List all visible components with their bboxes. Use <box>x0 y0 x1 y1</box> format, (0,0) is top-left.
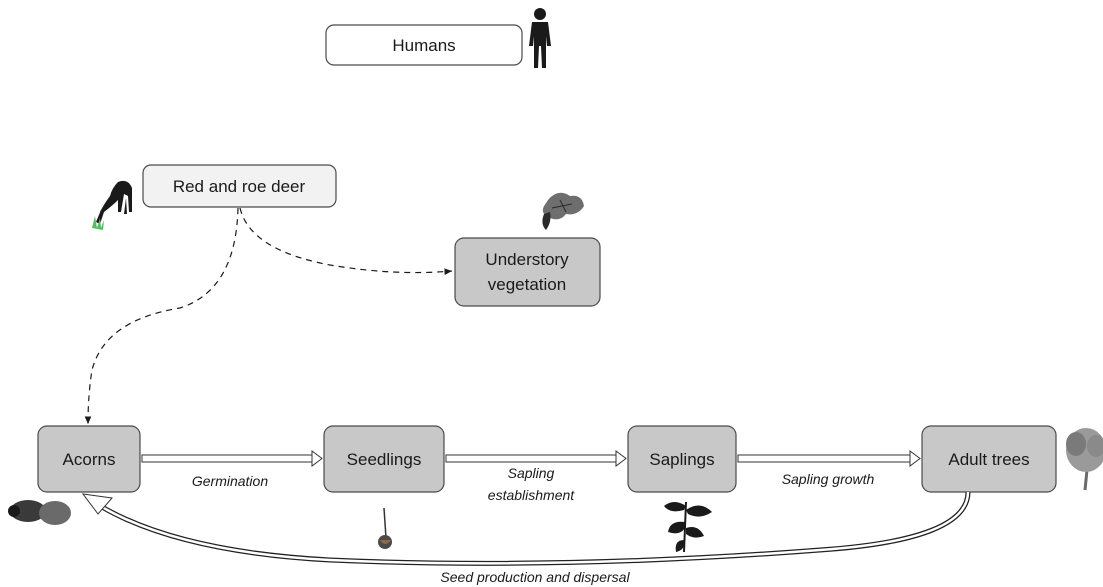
human-silhouette-icon <box>529 8 551 68</box>
sapling-establishment-arrow <box>445 450 627 467</box>
deer-node: Red and roe deer <box>142 164 337 208</box>
humans-node: Humans <box>325 24 523 66</box>
understory-label-line1: Understory <box>485 250 569 269</box>
understory-node: Understory vegetation <box>454 237 601 307</box>
sapling-growth-label: Sapling growth <box>782 471 875 487</box>
adult-trees-label: Adult trees <box>948 450 1029 469</box>
tree-icon <box>1066 428 1103 491</box>
seed-production-label: Seed production and dispersal <box>440 569 630 585</box>
acorns-node: Acorns <box>37 425 141 493</box>
seedlings-node: Seedlings <box>323 425 445 493</box>
saplings-label: Saplings <box>649 450 714 469</box>
acorns-label: Acorns <box>63 450 116 469</box>
seed-production-arrow <box>81 491 971 566</box>
deer-to-acorns-arrow <box>84 207 239 425</box>
sapling-growth-arrow <box>737 450 921 467</box>
sapling-establishment-label-line1: Sapling <box>508 465 555 481</box>
deer-label: Red and roe deer <box>173 177 306 196</box>
germination-label: Germination <box>192 473 268 489</box>
seedlings-label: Seedlings <box>347 450 422 469</box>
acorn-icon <box>8 500 71 525</box>
adult-trees-node: Adult trees <box>921 425 1057 493</box>
deer-to-understory-arrow <box>239 207 453 276</box>
understory-label-line2: vegetation <box>488 275 566 294</box>
saplings-node: Saplings <box>627 425 737 493</box>
sapling-establishment-label-line2: establishment <box>488 487 575 503</box>
sapling-icon <box>664 501 712 553</box>
seedling-icon <box>378 507 392 549</box>
humans-label: Humans <box>392 36 455 55</box>
germination-arrow <box>141 450 323 467</box>
leaf-icon <box>542 192 584 230</box>
deer-icon <box>92 180 132 230</box>
